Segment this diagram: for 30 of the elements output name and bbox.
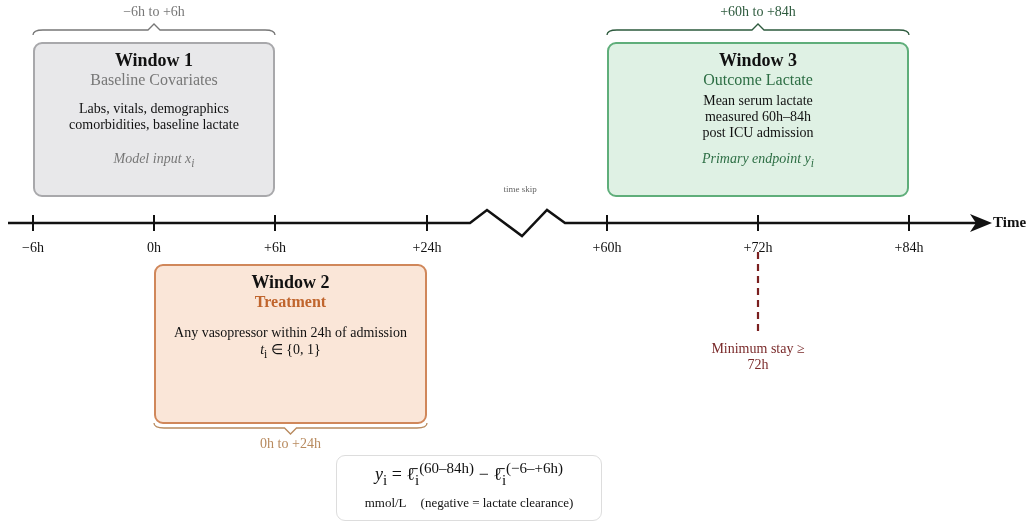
window-subtitle: Outcome Lactate <box>703 71 813 89</box>
window-subtitle: Baseline Covariates <box>90 71 218 89</box>
range-label: +60h to +84h <box>719 4 797 20</box>
window-title: Window 1 <box>114 50 194 71</box>
unit-text: mmol/L <box>364 494 407 511</box>
window-box <box>154 264 427 424</box>
annotation-text: time skip <box>503 184 537 194</box>
window-box <box>33 42 275 197</box>
range-label: −6h to +6h <box>122 4 186 20</box>
range-label: 0h to +24h <box>259 436 322 452</box>
tick-label: +84h <box>894 240 924 256</box>
axis-title: Time <box>993 214 1027 231</box>
tick-label: +60h <box>592 240 622 256</box>
tick-label: +24h <box>412 240 442 256</box>
tick-label: 0h <box>147 240 161 256</box>
formula-text: t$_{i}$ ∈ {0, 1} <box>260 341 321 361</box>
note-text: Model input x$_{i}$ <box>113 151 195 170</box>
note-text: (negative = lactate clearance) <box>420 494 574 511</box>
description-text: Labs, vitals, demographics comorbidities, baseline lactate <box>68 101 240 133</box>
description-text: Any vasopressor within 24h of admission <box>174 325 407 341</box>
annotation-text: Minimum stay ≥ 72h <box>710 341 806 373</box>
description-text: Mean serum lactate measured 60h–84h post ICU admission <box>701 93 815 141</box>
tick-label: +72h <box>743 240 773 256</box>
window-box <box>607 42 909 197</box>
window-subtitle: Treatment <box>254 293 327 311</box>
tick-label: +6h <box>264 240 286 256</box>
window-title: Window 3 <box>718 50 798 71</box>
formula-card <box>336 455 602 521</box>
tick-label: −6h <box>22 240 44 256</box>
window-title: Window 2 <box>251 272 330 293</box>
